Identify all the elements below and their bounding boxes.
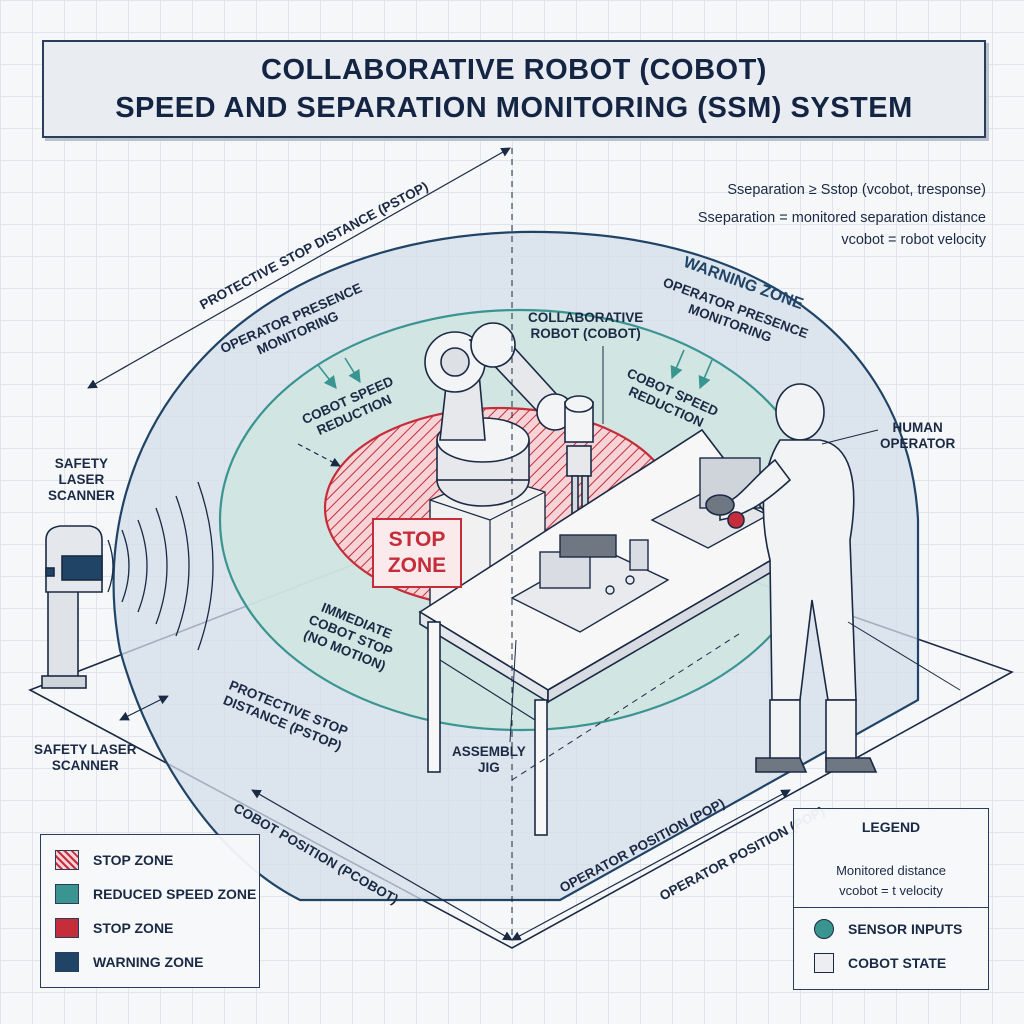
title-line-1: COLLABORATIVE ROBOT (COBOT): [261, 54, 767, 86]
presence-arrow-3: [670, 349, 685, 380]
teal-circle-icon: [814, 919, 834, 939]
hatched-red-swatch-icon: [55, 850, 79, 870]
scanner-waves: [107, 481, 214, 651]
presence-arrow-2: [344, 357, 361, 384]
reduction-dashed-arrow: [297, 443, 341, 467]
human-operator-figure: [705, 383, 878, 773]
legend-text-1: Monitored distance: [836, 863, 946, 878]
title-line-2: SPEED AND SEPARATION MONITORING (SSM) SY…: [115, 92, 913, 124]
assembly-jig-label: ASSEMBLY JIG: [452, 744, 526, 775]
legend-item-sensor-inputs: SENSOR INPUTS: [814, 919, 962, 939]
legend-item-cobot-state: COBOT STATE: [814, 953, 946, 973]
safety-laser-scanner-label-top: SAFETY LASER SCANNER: [48, 456, 115, 503]
legend-item-label: WARNING ZONE: [93, 954, 204, 970]
safety-laser-scanner-label-bottom: SAFETY LASER SCANNER: [34, 742, 137, 773]
stop-zone-label-line1: STOP: [388, 528, 446, 551]
presence-arrow-1: [317, 364, 337, 390]
operator-to-table-line: [847, 621, 961, 691]
operator-position-dimension: [511, 789, 791, 941]
zone-legend: STOP ZONE REDUCED SPEED ZONE STOP ZONE W…: [40, 834, 260, 988]
stop-zone-label: STOP ZONE: [372, 518, 462, 588]
operator-dashed-line: [511, 631, 743, 781]
formula-line-1: Sseparation ≥ Sstop (vcobot, tresponse): [727, 182, 986, 198]
collaborative-robot-label: COLLABORATIVE ROBOT (COBOT): [528, 310, 644, 341]
legend-item-label: STOP ZONE: [93, 920, 174, 936]
legend-item-warning-zone: WARNING ZONE: [55, 951, 203, 973]
legend-item-stop-zone-hatched: STOP ZONE: [55, 849, 173, 871]
title-box: COLLABORATIVE ROBOT (COBOT) SPEED AND SE…: [42, 40, 986, 138]
legend-item-label: SENSOR INPUTS: [848, 921, 963, 937]
legend-panel: LEGEND Monitored distance vcobot = t vel…: [793, 808, 989, 990]
legend-item-stop-zone: STOP ZONE: [55, 917, 173, 939]
gray-square-icon: [814, 953, 834, 973]
human-leader: [821, 429, 879, 445]
assembly-jig: [510, 534, 670, 633]
presence-arrow-4: [698, 359, 713, 390]
protective-stop-dimension-bottom: [119, 695, 169, 721]
legend-item-reduced-speed-zone: REDUCED SPEED ZONE: [55, 883, 256, 905]
legend-title: LEGEND: [861, 819, 921, 835]
stop-zone-label-line2: ZONE: [387, 554, 447, 577]
legend-item-label: COBOT STATE: [848, 955, 947, 971]
navy-swatch-icon: [55, 952, 79, 972]
teal-swatch-icon: [55, 884, 79, 904]
formula-line-3: vcobot = robot velocity: [841, 232, 986, 248]
legend-item-label: STOP ZONE: [93, 852, 174, 868]
legend-text-2: vcobot = t velocity: [839, 883, 943, 898]
formula-line-2: Sseparation = monitored separation dista…: [697, 210, 986, 226]
red-swatch-icon: [55, 918, 79, 938]
protective-stop-dimension-top: [87, 147, 511, 389]
cobot-position-dimension: [251, 789, 513, 941]
legend-divider: [794, 907, 988, 908]
human-operator-label: HUMAN OPERATOR: [880, 420, 956, 451]
safety-laser-scanner: [41, 525, 103, 689]
legend-item-label: REDUCED SPEED ZONE: [93, 886, 257, 902]
jig-leader: [509, 639, 517, 743]
